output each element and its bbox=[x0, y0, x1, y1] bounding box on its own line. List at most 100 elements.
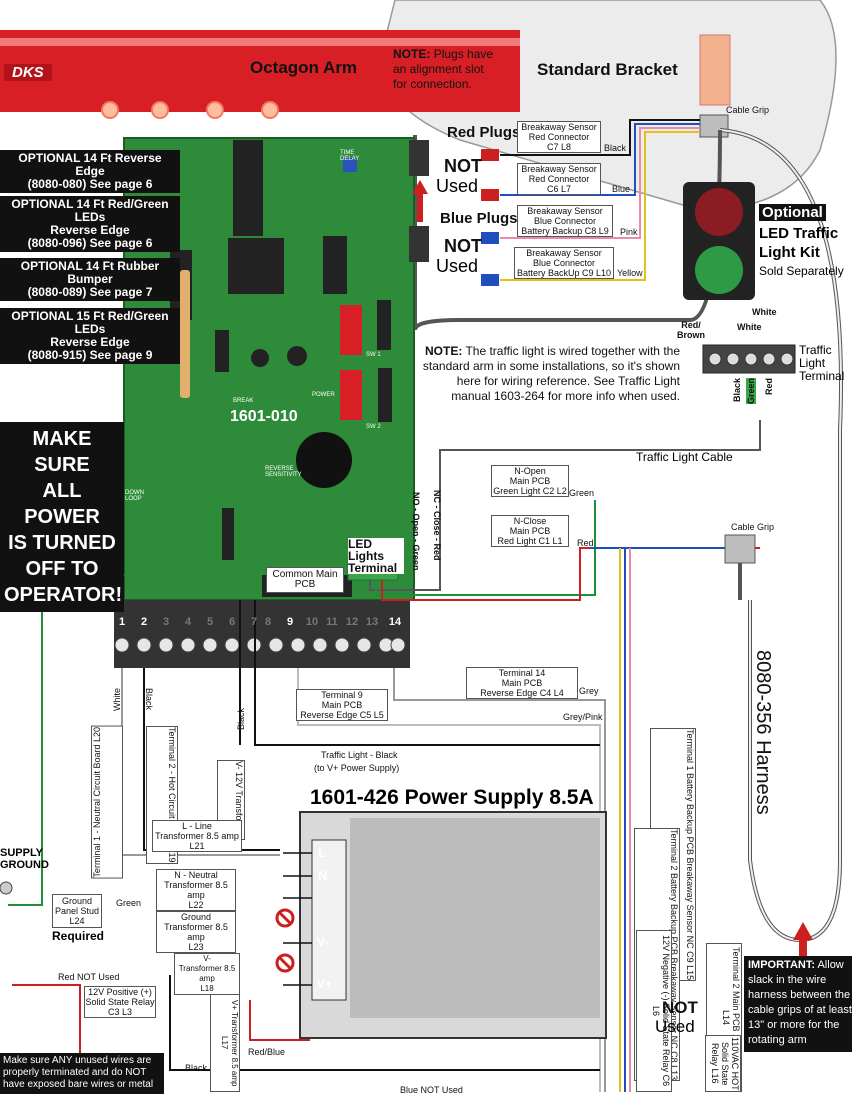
terminal-strip bbox=[114, 600, 410, 668]
sold-separately: Sold Separately bbox=[759, 264, 844, 278]
n-close-wire: Red bbox=[577, 538, 594, 548]
nc-close-label: NC - Close - Red bbox=[432, 490, 442, 561]
terminal-2: 2 bbox=[140, 616, 148, 628]
breakaway-1-wire: Black bbox=[604, 143, 627, 153]
grey-pink-label: Grey/Pink bbox=[563, 712, 603, 722]
optional-2-line2: Reverse Edge bbox=[50, 223, 130, 237]
power-off-warning: MAKE SURE ALL POWER IS TURNED OFF TO OPE… bbox=[0, 422, 124, 612]
supply-ground-label: SUPPLY GROUND bbox=[0, 847, 49, 871]
breakaway-4-line1: Breakaway Sensor bbox=[526, 248, 602, 258]
breakaway-box-1: Breakaway Sensor Red Connector C7 L8 bbox=[517, 121, 601, 153]
terminal9-box: Terminal 9 Main PCB Reverse Edge C5 L5 bbox=[296, 689, 388, 721]
no-open-label: NO - Open - Green bbox=[411, 492, 421, 571]
terminal-14: 14 bbox=[388, 616, 402, 628]
optional-4-line3: (8080-915) See page 9 bbox=[27, 348, 153, 362]
terminal-10: 10 bbox=[305, 616, 319, 628]
optional-2-line1: OPTIONAL 14 Ft Red/Green LEDs bbox=[11, 197, 169, 224]
blue-not-used-label: Blue NOT Used bbox=[400, 1085, 463, 1095]
l-line-box: L - Line Transformer 8.5 amp L21 bbox=[152, 820, 242, 852]
breakaway-4-line2: Blue Connector bbox=[532, 258, 596, 268]
breakaway-3-line3: Battery Backup C8 L9 bbox=[521, 226, 609, 236]
breakaway-3-line2: Blue Connector bbox=[533, 216, 597, 226]
n-open-line1: N-Open bbox=[514, 466, 546, 476]
n-close-line3: Red Light C1 L1 bbox=[497, 536, 563, 546]
break-label: BREAK bbox=[233, 398, 254, 404]
not-used-2-used: Used bbox=[436, 256, 479, 276]
traffic-light-cable-label: Traffic Light Cable bbox=[636, 450, 733, 464]
breakaway-1-line2: Red Connector bbox=[528, 132, 590, 142]
note-label: NOTE: bbox=[393, 47, 431, 61]
traffic-note-text: The traffic light is wired together with… bbox=[422, 344, 680, 403]
bottom-black-label: Black bbox=[185, 1063, 208, 1073]
arm-led-glows bbox=[101, 101, 279, 119]
n-open-line3: Green Light C2 L2 bbox=[493, 486, 567, 496]
terminal-6: 6 bbox=[228, 616, 236, 628]
breakaway-3-line1: Breakaway Sensor bbox=[527, 206, 603, 216]
breakaway-box-4: Breakaway Sensor Blue Connector Battery … bbox=[514, 247, 614, 279]
breakaway-2-line1: Breakaway Sensor bbox=[521, 164, 597, 174]
ps-term-l: L bbox=[318, 845, 326, 860]
arm-end-cap bbox=[699, 34, 731, 106]
ground-line3: L23 bbox=[188, 942, 204, 952]
optional-callout-1: OPTIONAL 14 Ft Reverse Edge (8080-080) S… bbox=[0, 150, 180, 193]
terminal-8: 8 bbox=[264, 616, 272, 628]
octagon-arm-label: Octagon Arm bbox=[250, 58, 358, 77]
l-line-line2: Transformer 8.5 amp bbox=[155, 831, 239, 841]
v12-negative-box: 12V Negative (-) Solid State Relay C6 L6 bbox=[636, 930, 672, 1092]
breakaway-1-line1: Breakaway Sensor bbox=[521, 122, 597, 132]
optional-4-line2: Reverse Edge bbox=[50, 335, 130, 349]
common-main-pcb-box: Common Main PCB bbox=[266, 567, 344, 593]
positive-relay-line2: Solid State Relay bbox=[85, 997, 155, 1007]
warning-line2: ALL POWER bbox=[24, 480, 100, 528]
important-arrow bbox=[793, 922, 813, 958]
warning-line3: IS TURNED bbox=[8, 532, 116, 554]
warning-line1: MAKE SURE bbox=[32, 428, 92, 476]
optional-1-line2: (8080-080) See page 6 bbox=[27, 177, 153, 191]
terminal-13: 13 bbox=[365, 616, 379, 628]
important-text: Allow slack in the wire harness between … bbox=[748, 959, 852, 1046]
traffic-kit-title: LED Traffic Light Kit bbox=[759, 224, 838, 262]
red-arrow-up bbox=[412, 180, 428, 222]
harness-label: 8080-356 Harness bbox=[752, 650, 774, 815]
down-loop-label: DOWN LOOP bbox=[125, 490, 144, 502]
traffic-green-lamp bbox=[695, 246, 743, 294]
ps-term-n: N bbox=[318, 868, 328, 883]
right-not-label: NOT bbox=[662, 998, 698, 1017]
cable-grip-top-label: Cable Grip bbox=[726, 105, 770, 115]
traffic-red: Red bbox=[764, 378, 774, 396]
breakaway-1-line3: C7 L8 bbox=[546, 142, 572, 152]
terminal-1: 1 bbox=[118, 616, 126, 628]
terminal9-line1: Terminal 9 bbox=[321, 690, 363, 700]
power-label: POWER bbox=[312, 392, 335, 398]
warning-line5: OPERATOR! bbox=[4, 584, 123, 606]
terminal-9: 9 bbox=[286, 616, 294, 628]
buzzer bbox=[296, 432, 352, 488]
black-wire-label: Black bbox=[144, 688, 154, 711]
optional-1-line1: OPTIONAL 14 Ft Reverse Edge bbox=[18, 151, 162, 178]
sw2-label: SW 2 bbox=[366, 424, 381, 430]
traffic-red-lamp bbox=[695, 188, 743, 236]
optional-2-line3: (8080-096) See page 6 bbox=[27, 236, 153, 250]
no-entry-symbols bbox=[275, 908, 295, 973]
traffic-title-line2: Light Kit bbox=[759, 244, 820, 261]
terminal9-line2: Main PCB bbox=[321, 700, 363, 710]
right-used-label: Used bbox=[655, 1017, 695, 1036]
traffic-black-label2: (to V+ Power Supply) bbox=[314, 763, 400, 773]
not-used-1-used: Used bbox=[436, 176, 479, 196]
black-wire-label-2: Black bbox=[236, 708, 246, 731]
optional-4-line1: OPTIONAL 15 Ft Red/Green LEDs bbox=[11, 309, 169, 336]
not-used-1-not: NOT bbox=[444, 156, 482, 176]
v-minus-line3: L18 bbox=[200, 984, 214, 993]
breakaway-2-line2: Red Connector bbox=[528, 174, 590, 184]
harness-line2: Harness bbox=[752, 740, 774, 815]
red-plugs-label: Red Plugs bbox=[447, 124, 521, 141]
traffic-white-2: White bbox=[737, 322, 762, 332]
ps-term-vplus: V+ bbox=[317, 977, 333, 991]
red-not-used-label: Red NOT Used bbox=[58, 972, 120, 982]
breakaway-4-line3: Battery BackUp C9 L10 bbox=[516, 268, 612, 278]
terminal-5: 5 bbox=[206, 616, 214, 628]
harness-line1: 8080-356 bbox=[752, 650, 774, 735]
terminal9-line3: Reverse Edge C5 L5 bbox=[300, 710, 384, 720]
optional-callout-3: OPTIONAL 14 Ft Rubber Bumper (8080-089) … bbox=[0, 258, 180, 301]
n-open-box: N-Open Main PCB Green Light C2 L2 bbox=[491, 465, 569, 497]
